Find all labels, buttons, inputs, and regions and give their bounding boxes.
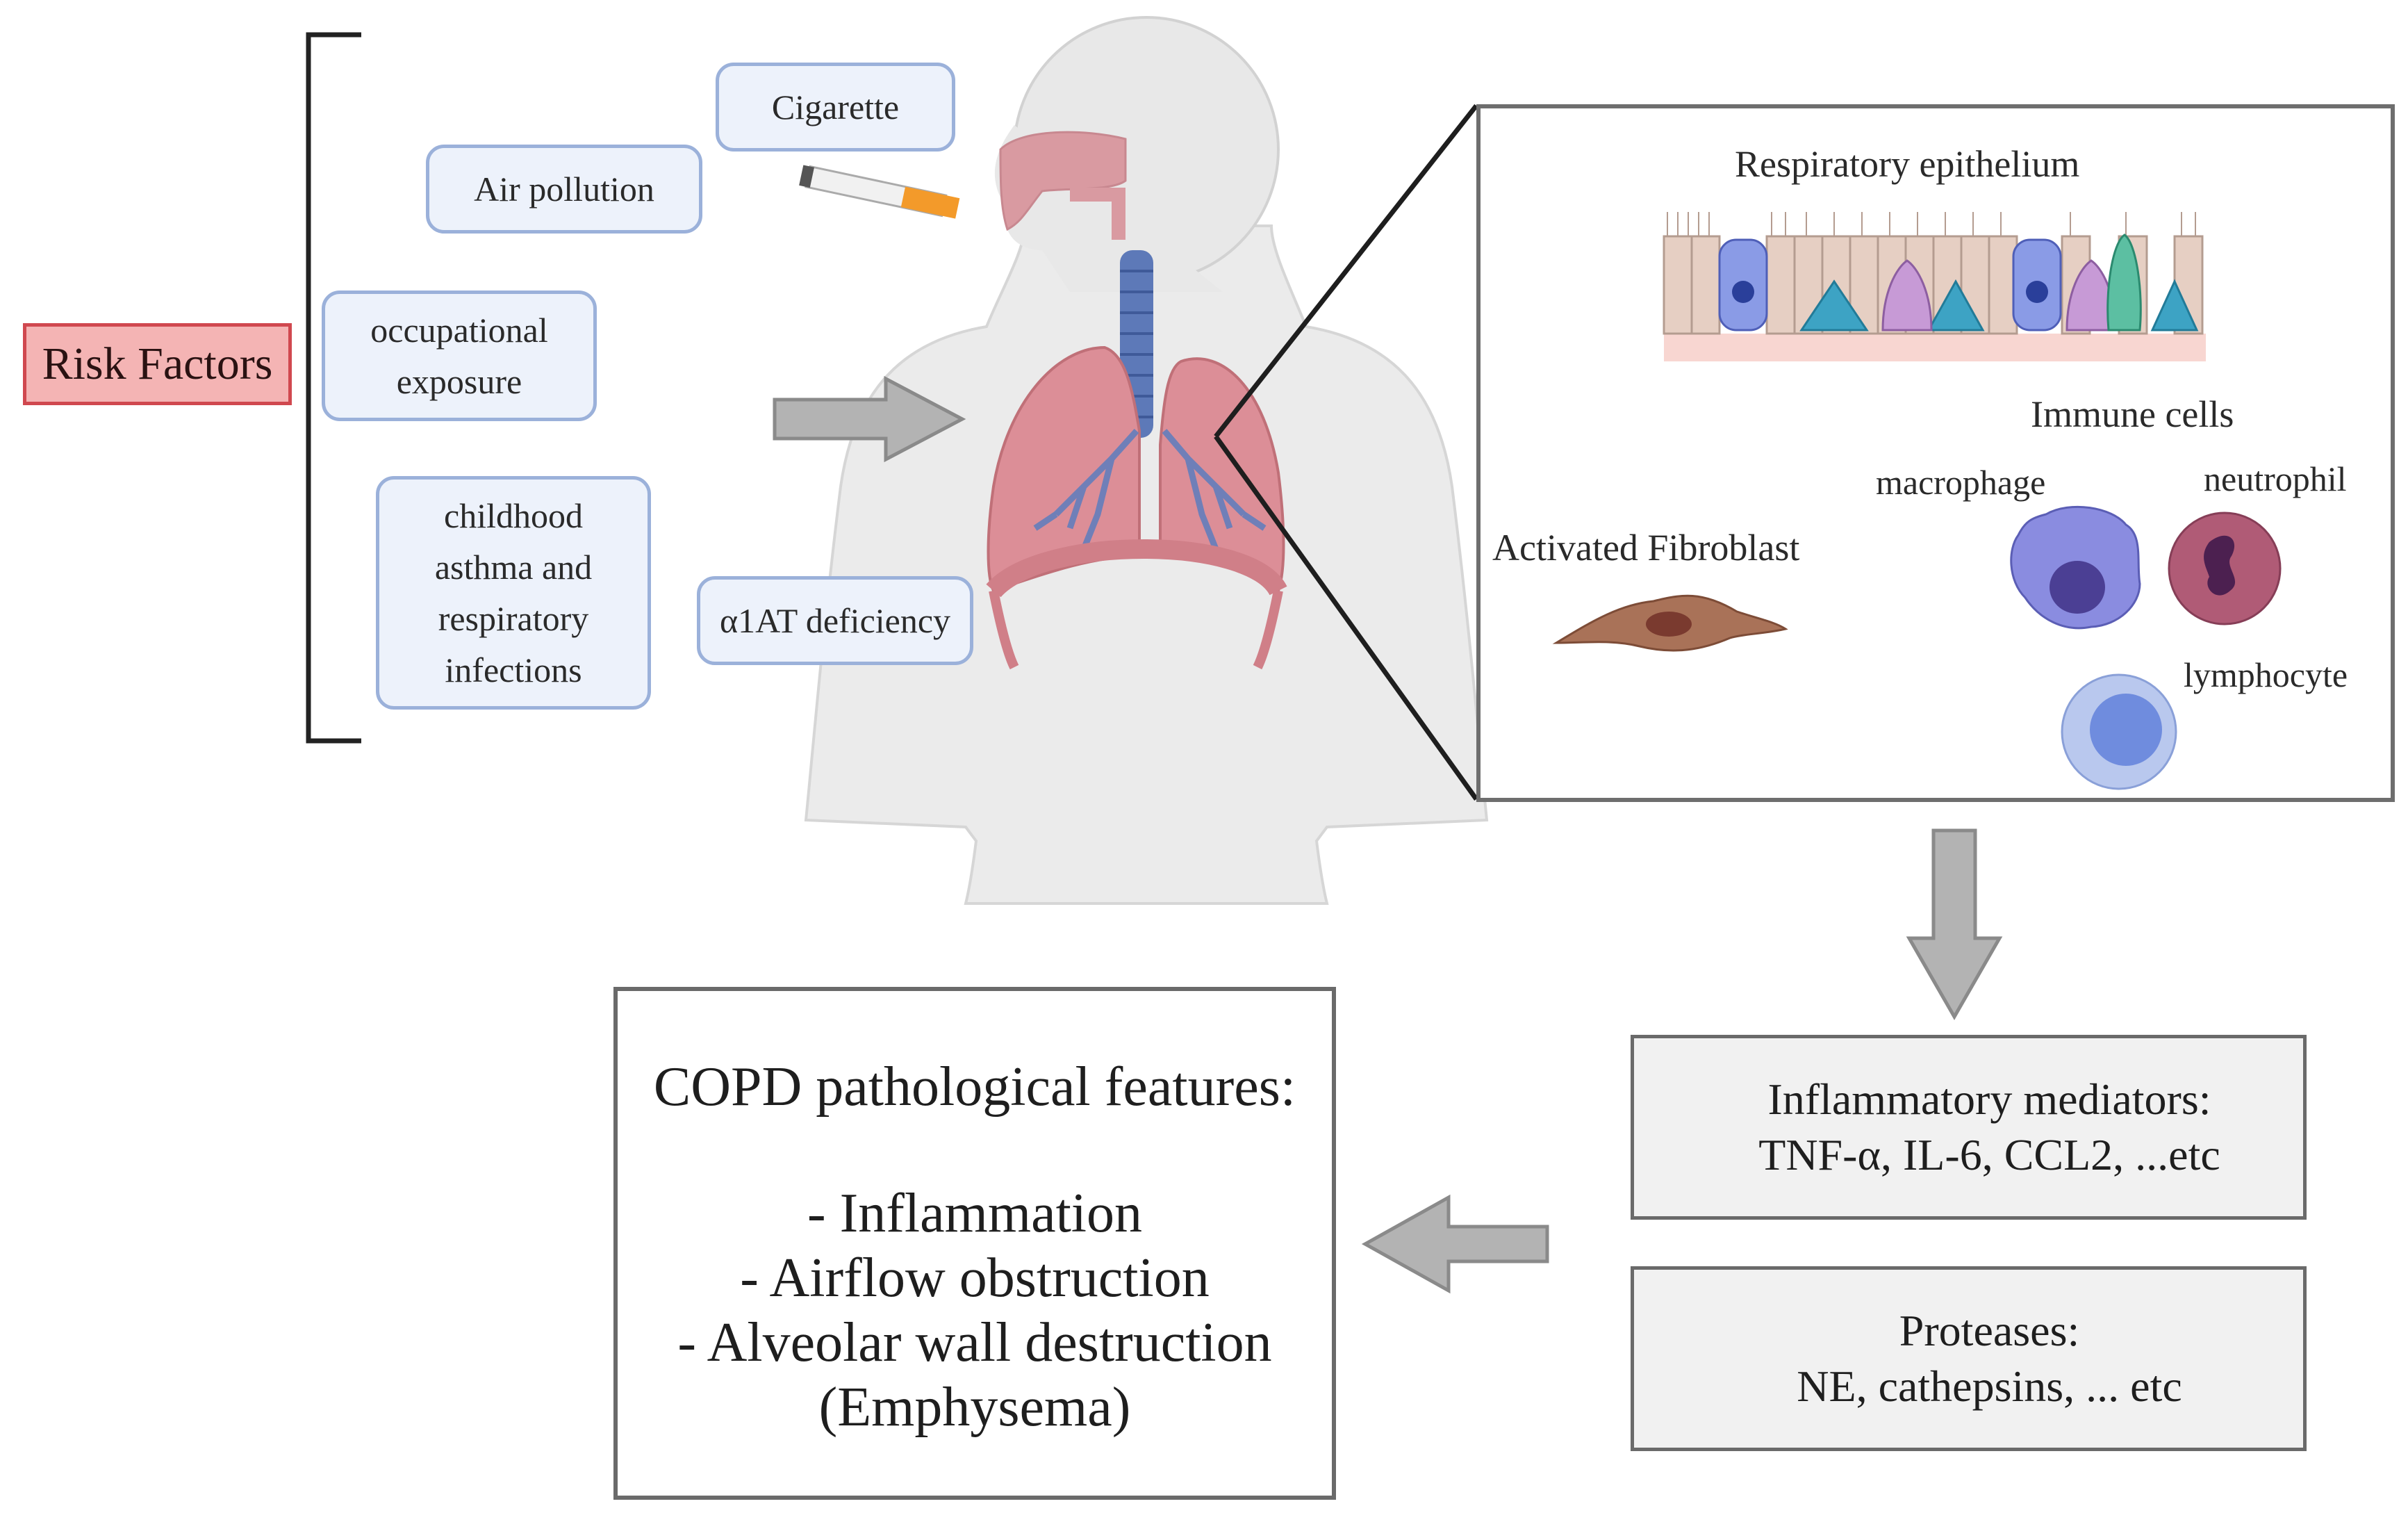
alpha1at-deficiency-factor: α1AT deficiency bbox=[697, 576, 973, 665]
inflammatory-mediators-box: Inflammatory mediators: TNF-α, IL-6, CCL… bbox=[1631, 1035, 2307, 1220]
copd-features-box: COPD pathological features: - Inflammati… bbox=[613, 987, 1336, 1500]
air-pollution-factor: Air pollution bbox=[426, 145, 702, 234]
risk-factor-bracket bbox=[306, 32, 361, 744]
respiratory-epithelium-illustration bbox=[1663, 212, 2206, 361]
copd-features-list: - Inflammation - Airflow obstruction - A… bbox=[677, 1183, 1272, 1438]
activated-fibroblast-label: Activated Fibroblast bbox=[1492, 527, 1800, 568]
macrophage-cell-icon bbox=[2010, 505, 2141, 630]
neutrophil-label: neutrophil bbox=[2204, 459, 2347, 498]
human-body-illustration bbox=[804, 16, 1489, 905]
copd-features-title: COPD pathological features: bbox=[653, 1056, 1296, 1118]
cigarette-icon bbox=[799, 165, 960, 219]
immune-cells-label: Immune cells bbox=[2031, 393, 2234, 435]
zoom-line-top bbox=[1214, 104, 1478, 439]
zoom-panel bbox=[1476, 104, 2395, 802]
zoom-line-bottom bbox=[1214, 434, 1478, 801]
respiratory-epithelium-label: Respiratory epithelium bbox=[1735, 143, 2080, 185]
lymphocyte-cell-icon bbox=[2061, 673, 2177, 790]
occupational-exposure-factor: occupational exposure bbox=[322, 291, 597, 421]
cigarette-factor: Cigarette bbox=[716, 63, 955, 152]
risk-factors-label: Risk Factors bbox=[23, 323, 292, 405]
arrow-to-copd bbox=[1361, 1194, 1549, 1294]
macrophage-label: macrophage bbox=[1876, 463, 2046, 502]
arrow-to-mediators bbox=[1906, 828, 2003, 1021]
neutrophil-cell-icon bbox=[2168, 512, 2282, 625]
proteases-box: Proteases: NE, cathepsins, ... etc bbox=[1631, 1266, 2307, 1451]
lymphocyte-label: lymphocyte bbox=[2184, 655, 2348, 694]
arrow-to-lungs bbox=[773, 375, 966, 463]
childhood-asthma-factor: childhood asthma and respiratory infecti… bbox=[376, 476, 651, 710]
